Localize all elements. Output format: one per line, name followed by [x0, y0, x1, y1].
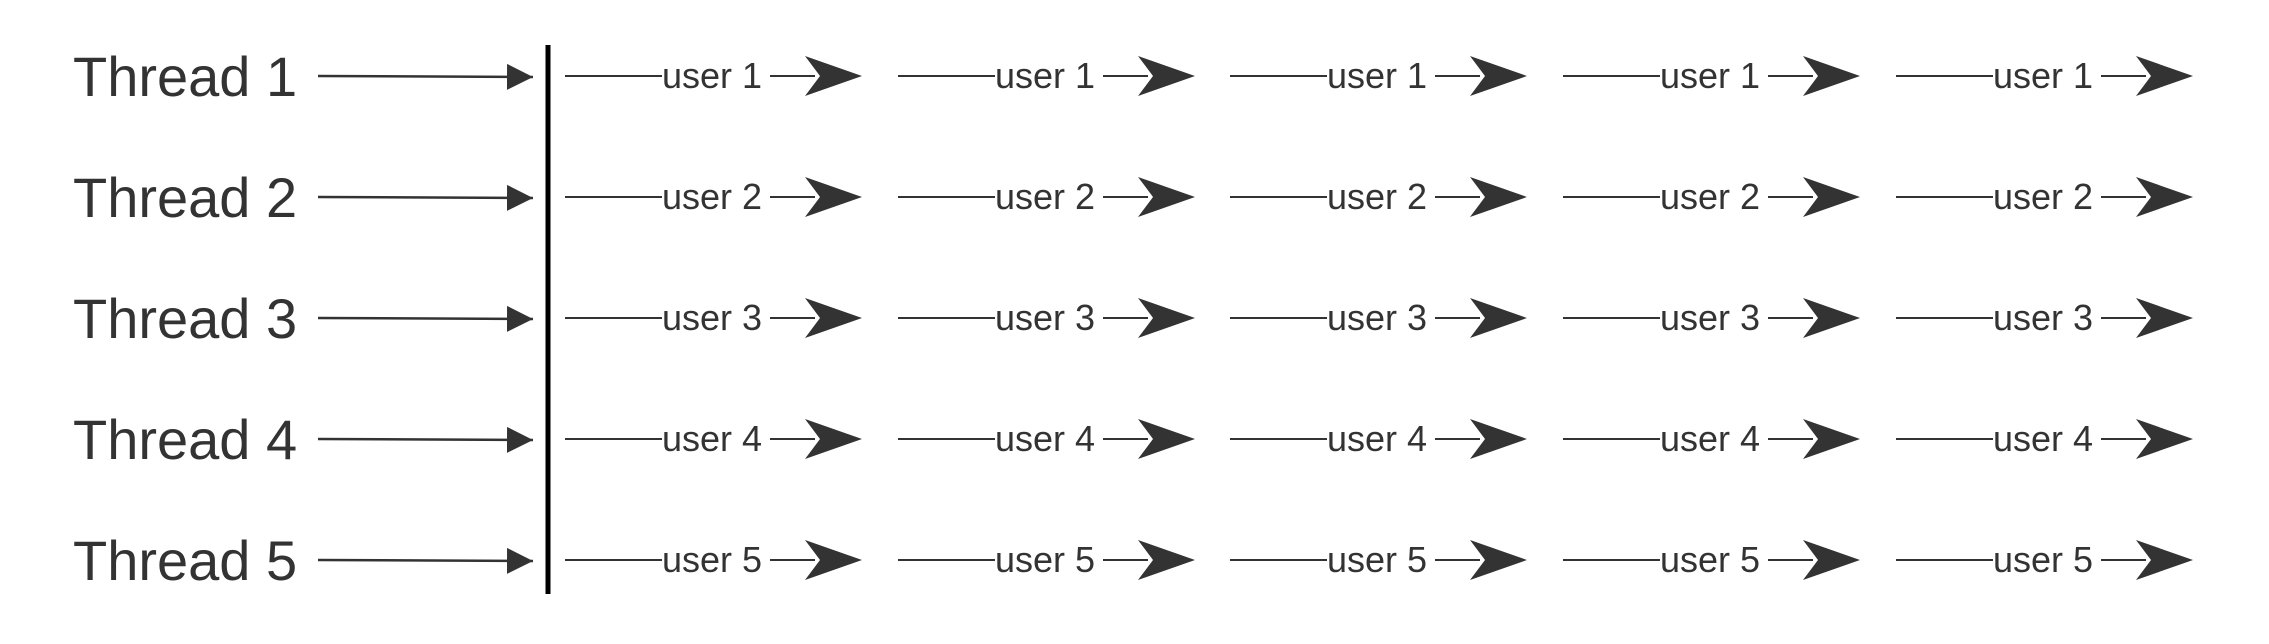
thread-arrow: [317, 63, 534, 90]
arrowhead-icon: [1470, 177, 1527, 217]
user-label: user 5: [1993, 539, 2093, 580]
user-label: user 2: [995, 176, 1095, 217]
user-flow: user 5: [898, 539, 1195, 580]
user-label: user 3: [1660, 297, 1760, 338]
arrowhead-icon: [1138, 56, 1195, 96]
thread-label: Thread 5: [73, 529, 297, 592]
arrowhead-icon: [1470, 540, 1527, 580]
user-label: user 4: [1327, 418, 1427, 459]
thread-layer: Thread 1 Thread 2 Thread 3 Thread 4 Thread 5: [73, 45, 534, 592]
arrowhead-icon: [1470, 419, 1527, 459]
user-label: user 1: [1660, 55, 1760, 96]
user-label: user 2: [662, 176, 762, 217]
user-label: user 3: [1327, 297, 1427, 338]
arrowhead-icon: [1803, 298, 1860, 338]
user-label: user 2: [1327, 176, 1427, 217]
thread-label: Thread 1: [73, 45, 297, 108]
user-flow: user 1: [898, 55, 1195, 96]
user-label: user 1: [1993, 55, 2093, 96]
user-label: user 5: [1327, 539, 1427, 580]
arrowhead-icon: [1470, 56, 1527, 96]
user-flow: user 1: [1563, 55, 1860, 96]
thread-arrow: [317, 547, 534, 574]
user-layer: user 1 user 1 user 1 user 1 user 1 user 2 user…: [565, 55, 2193, 580]
arrowhead-icon: [1803, 419, 1860, 459]
user-flow: user 4: [1563, 418, 1860, 459]
arrowhead-icon: [1138, 177, 1195, 217]
user-label: user 2: [1993, 176, 2093, 217]
arrowhead-icon: [2136, 177, 2193, 217]
user-label: user 3: [1993, 297, 2093, 338]
thread-arrow: [317, 305, 534, 332]
user-label: user 4: [1660, 418, 1760, 459]
user-flow: user 1: [1896, 55, 2193, 96]
arrowhead-icon: [805, 540, 862, 580]
arrowhead-icon: [1803, 540, 1860, 580]
arrowhead-icon: [2136, 419, 2193, 459]
arrowhead-icon: [1138, 540, 1195, 580]
user-label: user 5: [995, 539, 1095, 580]
user-flow: user 4: [1230, 418, 1527, 459]
thread-row: Thread 3: [73, 287, 534, 350]
user-label: user 1: [995, 55, 1095, 96]
thread-arrow: [317, 184, 534, 211]
arrowhead-icon: [805, 419, 862, 459]
arrowhead-icon: [2136, 298, 2193, 338]
user-flow: user 4: [1896, 418, 2193, 459]
user-flow: user 3: [1230, 297, 1527, 338]
user-label: user 5: [1660, 539, 1760, 580]
user-flow: user 5: [1896, 539, 2193, 580]
user-label: user 1: [662, 55, 762, 96]
thread-label: Thread 2: [73, 166, 297, 229]
user-flow: user 5: [1230, 539, 1527, 580]
thread-row: Thread 5: [73, 529, 534, 592]
thread-label: Thread 4: [73, 408, 297, 471]
arrowhead-icon: [1470, 298, 1527, 338]
user-label: user 3: [995, 297, 1095, 338]
arrowhead-icon: [1138, 419, 1195, 459]
user-label: user 4: [1993, 418, 2093, 459]
thread-row: Thread 2: [73, 166, 534, 229]
thread-row: Thread 1: [73, 45, 534, 108]
user-label: user 2: [1660, 176, 1760, 217]
arrowhead-icon: [2136, 540, 2193, 580]
thread-row: Thread 4: [73, 408, 534, 471]
arrowhead-icon: [805, 177, 862, 217]
user-label: user 3: [662, 297, 762, 338]
user-label: user 4: [995, 418, 1095, 459]
user-flow: user 4: [565, 418, 862, 459]
arrowhead-icon: [805, 298, 862, 338]
user-flow: user 4: [898, 418, 1195, 459]
arrowhead-icon: [1803, 56, 1860, 96]
arrowhead-icon: [2136, 56, 2193, 96]
thread-arrow: [317, 426, 534, 453]
user-label: user 1: [1327, 55, 1427, 96]
thread-label: Thread 3: [73, 287, 297, 350]
user-flow: user 2: [1896, 176, 2193, 217]
user-label: user 4: [662, 418, 762, 459]
arrowhead-icon: [805, 56, 862, 96]
user-flow: user 3: [1563, 297, 1860, 338]
user-flow: user 5: [1563, 539, 1860, 580]
user-flow: user 2: [1230, 176, 1527, 217]
user-flow: user 2: [1563, 176, 1860, 217]
user-flow: user 2: [898, 176, 1195, 217]
user-flow: user 1: [565, 55, 862, 96]
user-label: user 5: [662, 539, 762, 580]
arrowhead-icon: [1138, 298, 1195, 338]
user-flow: user 3: [565, 297, 862, 338]
user-flow: user 3: [898, 297, 1195, 338]
user-flow: user 5: [565, 539, 862, 580]
user-flow: user 3: [1896, 297, 2193, 338]
user-flow: user 2: [565, 176, 862, 217]
arrowhead-icon: [1803, 177, 1860, 217]
user-flow: user 1: [1230, 55, 1527, 96]
